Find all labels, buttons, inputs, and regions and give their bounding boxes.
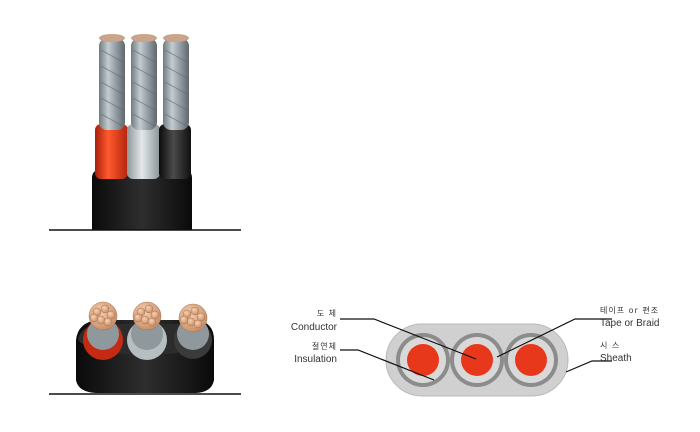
label-sheath-en: Sheath: [600, 353, 632, 364]
label-conductor-ko: 도 체: [317, 308, 337, 318]
copper-strand-ends: [88, 301, 208, 333]
leader-conductor: [340, 318, 477, 360]
leader-tape-braid: [496, 318, 612, 358]
label-sheath: 시 스 Sheath: [600, 341, 632, 364]
leader-insulation: [340, 349, 435, 381]
label-conductor: 도 체 Conductor: [291, 308, 338, 333]
section-conductor-1: [407, 344, 439, 376]
label-sheath-ko: 시 스: [600, 341, 620, 350]
label-tape-braid: 테이프 or 편조 Tape or Braid: [600, 305, 659, 329]
label-insulation-en: Insulation: [294, 354, 337, 365]
label-conductor-en: Conductor: [291, 322, 338, 333]
leader-lines: [340, 318, 612, 381]
label-tape-braid-en: Tape or Braid: [600, 318, 659, 329]
label-insulation-ko: 절연체: [312, 341, 337, 351]
outer-sheath: [92, 170, 192, 230]
core-insulation-black: [159, 124, 191, 179]
cable-end-view: [49, 301, 241, 395]
label-tape-braid-ko: 테이프 or 편조: [600, 305, 659, 315]
conductor-strands: [99, 34, 189, 130]
label-insulation: 절연체 Insulation: [294, 341, 337, 365]
core-insulation-red: [95, 124, 128, 179]
section-conductor-3: [515, 344, 547, 376]
core-insulation-grey: [127, 124, 160, 179]
section-conductor-2: [461, 344, 493, 376]
leader-sheath: [565, 360, 612, 373]
cable-side-view: [49, 34, 241, 231]
